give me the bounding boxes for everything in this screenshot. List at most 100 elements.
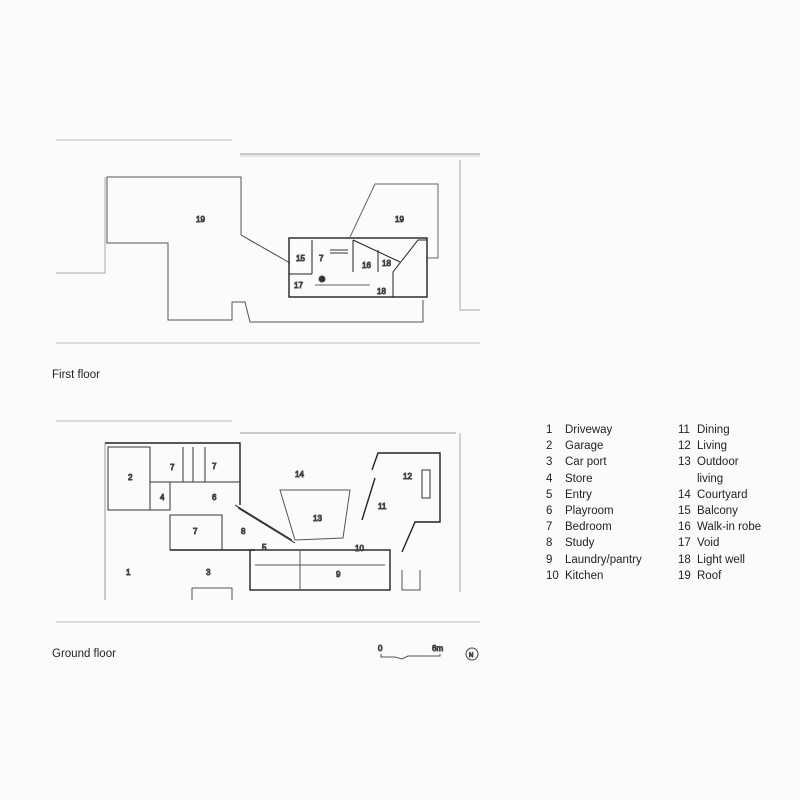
- legend-item: 1 Driveway: [546, 422, 642, 438]
- label-roof-right: 19: [395, 215, 404, 224]
- label-void: 17: [294, 281, 303, 290]
- legend-number: 13: [678, 456, 691, 469]
- legend-item: 7 Bedroom: [546, 519, 642, 535]
- legend-label: Store: [565, 472, 593, 485]
- label-bedroom: 7: [319, 254, 324, 263]
- legend-label: living: [697, 472, 724, 485]
- label-roof-left: 19: [196, 215, 205, 224]
- living-outline: [371, 452, 441, 553]
- label-bedroom-2: 7: [212, 462, 217, 471]
- legend-item: living: [678, 471, 761, 487]
- legend-number: 12: [678, 440, 691, 453]
- legend-item: 19 Roof: [678, 568, 761, 584]
- legend-label: Driveway: [565, 424, 613, 436]
- legend-item: 14 Courtyard: [678, 487, 761, 503]
- label-study: 8: [241, 527, 246, 536]
- legend-label: Garage: [565, 440, 604, 453]
- legend-item: 2 Garage: [546, 438, 642, 454]
- legend-item: 16 Walk-in robe: [678, 519, 761, 535]
- legend-number: [678, 471, 697, 487]
- north-arrow-icon: N: [465, 647, 479, 661]
- legend-label: Living: [697, 440, 728, 453]
- legend-number: 3: [546, 456, 553, 469]
- legend-item: 6 Playroom: [546, 503, 642, 519]
- legend-number: 6: [546, 505, 553, 518]
- legend-number: 8: [546, 537, 553, 550]
- first-floor-block: [288, 237, 428, 298]
- legend-label: Playroom: [565, 505, 614, 518]
- label-light-well-2: 18: [377, 287, 386, 296]
- label-walk-in-robe: 16: [362, 261, 371, 270]
- label-kitchen: 10: [355, 544, 364, 553]
- legend-item: 15 Balcony: [678, 503, 761, 519]
- label-playroom: 6: [212, 493, 217, 502]
- ground-floor-plan: 1 2 3 4 5 6 7 7 7 8 9 10 11 12 13 14: [56, 420, 480, 623]
- scale-bar: 0 6m: [378, 644, 444, 660]
- legend-item: 3 Car port: [546, 454, 642, 470]
- scale-start: 0: [378, 644, 383, 653]
- legend-item: 17 Void: [678, 535, 761, 551]
- outdoor-living-outline: [279, 489, 351, 541]
- legend-label: Bedroom: [565, 521, 612, 534]
- legend-column-2: 11 Dining 12 Living 13 Outdoor living 14 Courtya…: [678, 422, 761, 584]
- legend-item: 4 Store: [546, 471, 642, 487]
- scale-end: 6m: [432, 644, 443, 653]
- legend-label: Light well: [697, 553, 745, 566]
- legend-item: 10 Kitchen: [546, 568, 642, 584]
- legend-label: Study: [565, 537, 595, 550]
- legend-number: 2: [546, 440, 553, 453]
- legend-item: 12 Living: [678, 438, 761, 454]
- legend-label: Laundry/pantry: [565, 553, 642, 566]
- label-dining: 11: [378, 502, 387, 511]
- legend-item: 18 Light well: [678, 552, 761, 568]
- legend-item: 8 Study: [546, 535, 642, 551]
- legend-number: 10: [546, 569, 559, 582]
- ground-floor-caption: Ground floor: [52, 648, 116, 660]
- legend-label: Void: [697, 537, 720, 550]
- label-balcony: 15: [296, 254, 305, 263]
- legend-number: 17: [678, 537, 691, 550]
- legend-number: 5: [546, 488, 553, 501]
- legend-number: 15: [678, 505, 691, 518]
- roof-outline-left: [106, 176, 424, 323]
- label-car-port: 3: [206, 568, 211, 577]
- legend-number: 19: [678, 569, 691, 582]
- legend-item: 13 Outdoor: [678, 454, 761, 470]
- legend-number: 18: [678, 553, 691, 566]
- label-outdoor-living: 13: [313, 514, 322, 523]
- legend-label: Balcony: [697, 505, 738, 518]
- legend-number: 11: [678, 424, 690, 436]
- label-bedroom-1: 7: [170, 463, 175, 472]
- label-light-well: 18: [382, 259, 391, 268]
- legend-label: Roof: [697, 569, 722, 582]
- label-living: 12: [403, 472, 412, 481]
- label-store: 4: [160, 493, 165, 502]
- first-floor-plan: 19 19 15 7 16 18 17 18: [56, 139, 480, 344]
- legend-label: Car port: [565, 456, 607, 469]
- label-laundry: 9: [336, 570, 341, 579]
- legend-number: 4: [546, 472, 553, 485]
- legend-number: 7: [546, 521, 553, 534]
- legend-number: 9: [546, 553, 553, 566]
- label-entry: 5: [262, 543, 267, 552]
- legend-label: Courtyard: [697, 488, 748, 501]
- legend-item: 11 Dining: [678, 422, 761, 438]
- legend-number: 1: [546, 424, 553, 436]
- svg-text:N: N: [469, 653, 473, 659]
- legend-label: Walk-in robe: [697, 521, 762, 534]
- label-courtyard: 14: [295, 470, 304, 479]
- legend-label: Dining: [697, 424, 730, 436]
- legend-item: 9 Laundry/pantry: [546, 552, 642, 568]
- legend-number: 14: [678, 488, 691, 501]
- legend-number: 16: [678, 521, 691, 534]
- legend-label: Outdoor: [697, 456, 739, 469]
- first-floor-caption: First floor: [52, 369, 100, 381]
- legend-label: Kitchen: [565, 569, 604, 582]
- roof-outline-right: [349, 183, 439, 259]
- label-bedroom-3: 7: [193, 527, 198, 536]
- label-garage: 2: [128, 473, 133, 482]
